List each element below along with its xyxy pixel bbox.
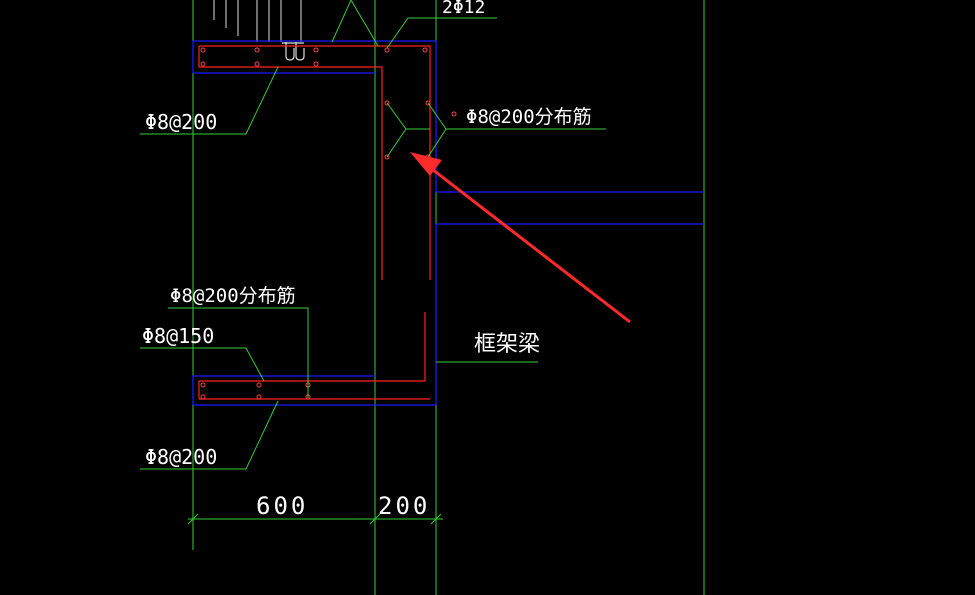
label-frame-beam: 框架梁 [474,332,540,357]
top-slab-outline [192,40,704,193]
hanger-bars [213,0,302,42]
top-bar-inner [199,66,383,280]
label-bottom-slab-top-bar: Φ8@150 [142,324,214,348]
frame-beam-outline [435,223,704,405]
label-top-slab-bottom-bar: Φ8@200 [145,110,217,134]
labels: 2Φ12 Φ8@200 Φ8@200分布筋 Φ8@200分布筋 Φ8@150 Φ… [142,0,592,520]
concrete-outline [192,40,704,406]
label-2phi12: 2Φ12 [442,0,485,18]
dimension-600: 600 [256,492,308,520]
leader-lines [140,0,606,470]
label-bottom-distribution: Φ8@200分布筋 [170,285,296,307]
highlight-arrow [410,152,631,324]
rebar-dots [200,47,457,400]
label-bottom-slab-bottom-bar: Φ8@200 [145,445,217,469]
dimension-200: 200 [378,492,430,520]
hook-symbol [285,42,305,61]
bottom-slab-outline [192,375,375,405]
dimension-line [187,490,443,550]
rebar [198,45,431,400]
bottom-bar-top [199,312,426,382]
top-bar-outer [199,45,431,280]
label-wall-distribution: Φ8@200分布筋 [466,106,592,128]
